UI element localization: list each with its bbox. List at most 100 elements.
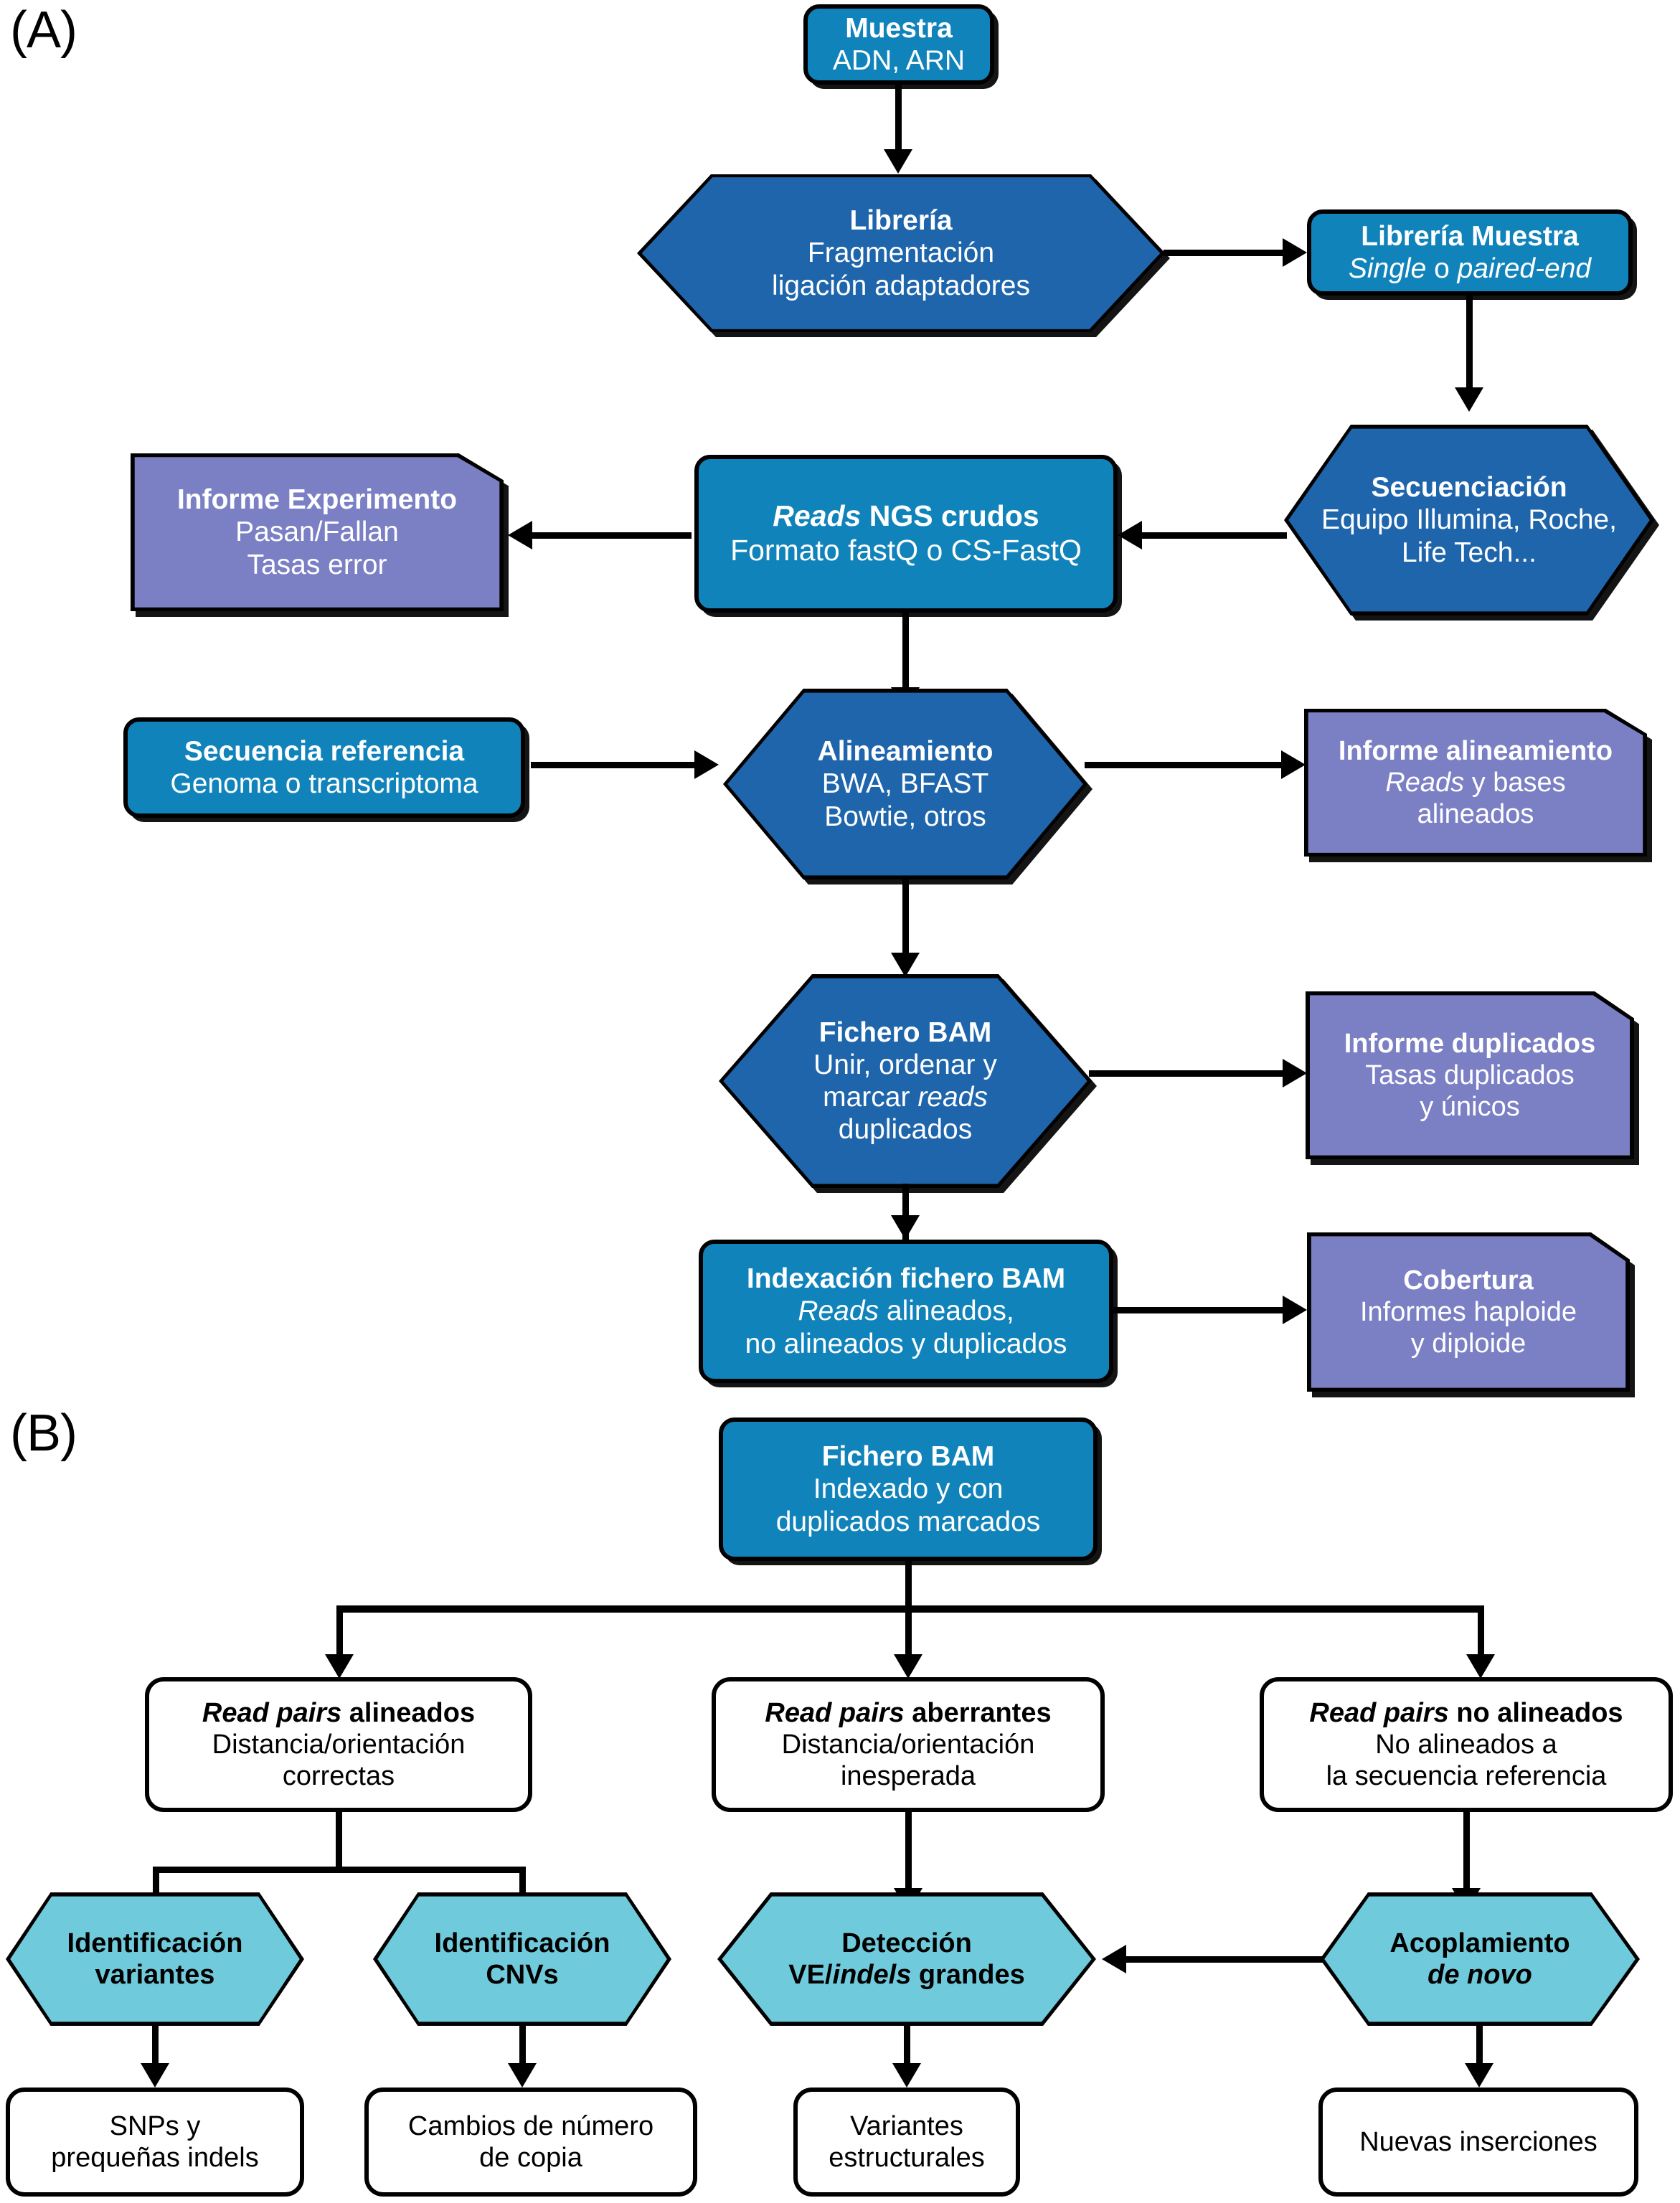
- node-out-snps[interactable]: SNPs y prequeñas indels: [6, 2088, 304, 2197]
- node-out-sv-line2: estructurales: [829, 2143, 985, 2173]
- node-fichero-bam-a[interactable]: Fichero BAM Unir, ordenar y marcar reads…: [719, 974, 1097, 1193]
- node-informe-duplicados[interactable]: Informe duplicados Tasas duplicados y ún…: [1306, 991, 1639, 1165]
- node-indexacion[interactable]: Indexación fichero BAM Reads alineados, …: [699, 1240, 1113, 1383]
- node-out-sv-line1: Variantes: [850, 2110, 963, 2141]
- node-informe-experimento-line3: Tasas error: [247, 549, 387, 580]
- node-acoplamiento-line1: Acoplamiento: [1389, 1928, 1570, 1958]
- node-rp-alineados-line2: Distancia/orientación: [212, 1729, 466, 1760]
- node-informe-experimento[interactable]: Informe Experimento Pasan/Fallan Tasas e…: [131, 453, 509, 617]
- node-acoplamiento[interactable]: Acoplamiento de novo: [1320, 1892, 1640, 2026]
- node-cobertura[interactable]: Cobertura Informes haploide y diploide: [1307, 1232, 1635, 1397]
- node-alineamiento-line3: Bowtie, otros: [824, 801, 986, 832]
- connector-referencia-alineamiento: [531, 762, 697, 768]
- panel-a-label: (A): [10, 1, 77, 59]
- connector-rpnoalineados-acoplamiento: [1463, 1812, 1470, 1895]
- connector-rpaberrantes-deteccion: [905, 1812, 912, 1895]
- node-rp-no-alineados-readpairs: Read pairs: [1309, 1697, 1449, 1728]
- node-rp-no-alineados-line2: No alineados a: [1375, 1729, 1557, 1760]
- node-informe-alineamiento-title: Informe alineamiento: [1338, 735, 1613, 766]
- node-secuenciacion[interactable]: Secuenciación Equipo Illumina, Roche, Li…: [1284, 425, 1659, 621]
- node-libreria-line3: ligación adaptadores: [772, 270, 1030, 301]
- node-deteccion-indels: indels: [832, 1960, 912, 1990]
- arrowhead-secuenciacion-reads: [1118, 521, 1142, 549]
- arrowhead-muestra-libreria: [884, 149, 912, 174]
- arrowhead-bam-indexacion: [891, 1215, 920, 1240]
- arrowhead-indexacion-cobertura: [1283, 1296, 1307, 1324]
- node-informe-duplicados-fill: Informe duplicados Tasas duplicados y ún…: [1309, 995, 1631, 1156]
- node-libreria-muestra[interactable]: Librería Muestra Single o paired-end: [1307, 209, 1633, 296]
- node-alineamiento[interactable]: Alineamiento BWA, BFAST Bowtie, otros: [723, 689, 1093, 884]
- node-out-snps-line1: SNPs y: [109, 2110, 201, 2141]
- node-fichero-bam-b-line2: Indexado y con: [813, 1473, 1004, 1505]
- node-secuenciacion-fill: Secuenciación Equipo Illumina, Roche, Li…: [1288, 428, 1650, 612]
- arrowhead-bus-right: [1466, 1654, 1495, 1679]
- node-reads-crudos[interactable]: Reads NGS crudos Formato fastQ o CS-Fast…: [694, 455, 1118, 613]
- node-id-variantes-fill: Identificación variantes: [10, 1896, 300, 2022]
- node-cobertura-line2: Informes haploide: [1359, 1296, 1577, 1327]
- node-rp-aberrantes[interactable]: Read pairs aberrantes Distancia/orientac…: [712, 1677, 1105, 1812]
- node-id-variantes-line1: Identificación: [67, 1928, 243, 1958]
- arrowhead-libreria-libreriamuestra: [1283, 238, 1307, 267]
- node-libreria-muestra-pairedend: paired-end: [1457, 253, 1592, 284]
- node-deteccion[interactable]: Detección VE/indels grandes: [717, 1892, 1096, 2026]
- connector-rpalineados-left-drop: [153, 1867, 159, 1908]
- node-out-ins-line1: Nuevas inserciones: [1359, 2126, 1598, 2157]
- node-deteccion-fill: Detección VE/indels grandes: [722, 1896, 1092, 2022]
- connector-idvariantes-snps: [152, 2026, 159, 2072]
- node-reads-crudos-line2: Formato fastQ o CS-FastQ: [730, 534, 1082, 567]
- node-alineamiento-fill: Alineamiento BWA, BFAST Bowtie, otros: [727, 692, 1083, 876]
- node-secuencia-referencia[interactable]: Secuencia referencia Genoma o transcript…: [123, 717, 525, 818]
- node-libreria-muestra-o: o: [1426, 253, 1458, 284]
- node-out-cnv[interactable]: Cambios de número de copia: [364, 2088, 697, 2197]
- arrowhead-acoplamiento-deteccion: [1102, 1945, 1126, 1973]
- node-muestra[interactable]: Muestra ADN, ARN: [803, 4, 994, 85]
- arrowhead-bam-duplicados: [1283, 1059, 1307, 1088]
- node-out-cnv-line2: de copia: [479, 2143, 582, 2173]
- node-libreria-line2: Fragmentación: [807, 237, 995, 269]
- node-fichero-bam-a-marcar: marcar: [823, 1082, 918, 1113]
- node-informe-duplicados-line3: y únicos: [1420, 1092, 1520, 1123]
- connector-reads-alineamiento: [902, 613, 909, 697]
- node-rp-aberrantes-line2: Distancia/orientación: [781, 1729, 1035, 1760]
- node-rp-alineados-suffix: alineados: [341, 1697, 476, 1728]
- node-informe-alineamiento-fill: Informe alineamiento Reads y bases aline…: [1308, 712, 1643, 853]
- node-informe-alineamiento[interactable]: Informe alineamiento Reads y bases aline…: [1304, 709, 1652, 862]
- arrowhead-alineamiento-informe: [1281, 750, 1306, 779]
- node-fichero-bam-b-title: Fichero BAM: [821, 1441, 995, 1473]
- node-out-sv[interactable]: Variantes estructurales: [793, 2088, 1020, 2197]
- node-id-variantes-line2: variantes: [95, 1960, 215, 1990]
- node-informe-duplicados-line2: Tasas duplicados: [1365, 1060, 1575, 1090]
- connector-libreriamuestra-secuenciacion: [1466, 296, 1473, 396]
- node-reads-crudos-title: Reads NGS crudos: [699, 499, 1113, 534]
- arrowhead-referencia-alineamiento: [694, 750, 719, 779]
- connector-rpalineados-bus: [153, 1867, 526, 1873]
- node-fichero-bam-b[interactable]: Fichero BAM Indexado y con duplicados ma…: [719, 1417, 1098, 1561]
- node-rp-no-alineados[interactable]: Read pairs no alineados No alineados a l…: [1260, 1677, 1673, 1812]
- node-out-ins[interactable]: Nuevas inserciones: [1318, 2088, 1638, 2197]
- node-libreria-title: Librería: [849, 205, 953, 237]
- node-rp-no-alineados-line3: la secuencia referencia: [1326, 1761, 1607, 1792]
- node-fichero-bam-a-reads: reads: [917, 1082, 988, 1113]
- connector-indexacion-cobertura: [1113, 1307, 1285, 1313]
- node-reads-crudos-reads: Reads: [773, 499, 862, 533]
- connector-bus-left-drop: [336, 1605, 343, 1670]
- node-acoplamiento-fill: Acoplamiento de novo: [1324, 1896, 1636, 2022]
- node-muestra-line2: ADN, ARN: [832, 45, 966, 76]
- node-deteccion-line1: Detección: [841, 1928, 972, 1958]
- node-id-cnvs-line2: CNVs: [486, 1960, 559, 1990]
- node-informe-alineamiento-line2: Reads y bases: [1385, 767, 1565, 798]
- node-id-variantes[interactable]: Identificación variantes: [6, 1892, 304, 2026]
- node-cobertura-line3: y diploide: [1410, 1329, 1526, 1359]
- node-rp-alineados-title: Read pairs alineados: [149, 1697, 528, 1729]
- node-libreria-muestra-single: Single: [1348, 253, 1427, 284]
- node-fichero-bam-a-title: Fichero BAM: [818, 1016, 992, 1048]
- connector-reads-informe: [532, 532, 692, 539]
- node-libreria[interactable]: Librería Fragmentación ligación adaptado…: [637, 174, 1170, 337]
- node-id-cnvs[interactable]: Identificación CNVs: [373, 1892, 671, 2026]
- node-indexacion-title: Indexación fichero BAM: [746, 1263, 1066, 1295]
- node-out-cnv-line1: Cambios de número: [407, 2110, 654, 2141]
- arrowhead-idcnvs-cambios: [508, 2063, 537, 2088]
- arrowhead-libreriamuestra-secuenciacion: [1455, 387, 1483, 412]
- node-rp-alineados[interactable]: Read pairs alineados Distancia/orientaci…: [145, 1677, 532, 1812]
- node-indexacion-line3: no alineados y duplicados: [745, 1328, 1067, 1359]
